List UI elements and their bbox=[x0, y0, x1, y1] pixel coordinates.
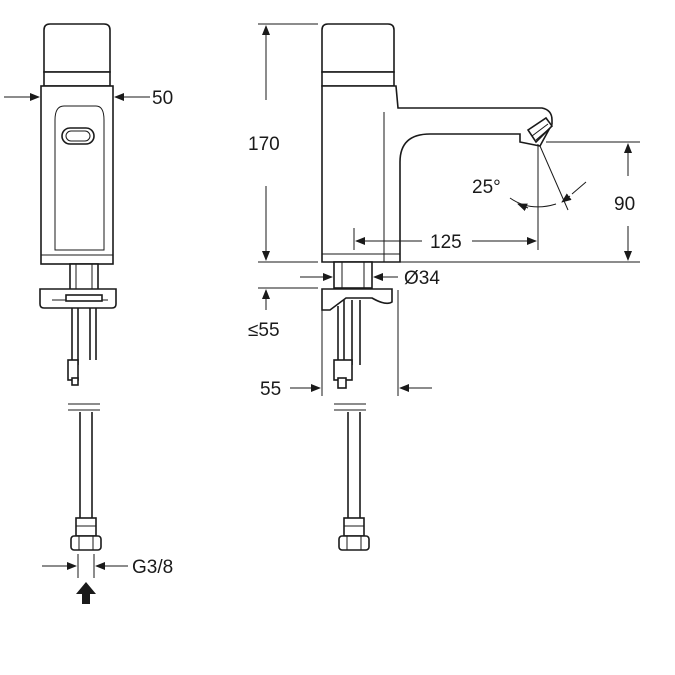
label-front-width: 50 bbox=[152, 88, 173, 109]
label-diameter: Ø34 bbox=[404, 268, 440, 289]
side-view bbox=[321, 23, 554, 551]
dimension-height: 170 bbox=[248, 23, 318, 263]
label-height: 170 bbox=[248, 134, 280, 155]
label-deck-thickness: ≤55 bbox=[248, 320, 280, 341]
side-mounting-plate bbox=[321, 288, 393, 311]
front-view bbox=[39, 23, 117, 551]
dimension-spout-height: 90 bbox=[546, 141, 640, 261]
dimension-thread: G3/8 bbox=[42, 554, 173, 578]
side-hose-fitting bbox=[343, 517, 365, 537]
label-hole-spacing: 55 bbox=[260, 379, 281, 400]
front-button-collar bbox=[43, 71, 111, 87]
dimension-hole-spacing: 55 bbox=[260, 290, 432, 400]
up-arrow-icon bbox=[76, 582, 96, 604]
label-spout-height: 90 bbox=[614, 194, 635, 215]
dimension-reach: 125 bbox=[353, 228, 537, 253]
label-angle: 25° bbox=[472, 177, 501, 198]
front-aerator bbox=[61, 127, 95, 145]
side-button-collar bbox=[321, 71, 395, 87]
label-reach: 125 bbox=[430, 232, 462, 253]
side-push-button bbox=[321, 23, 395, 73]
front-main-body bbox=[40, 85, 114, 265]
dimension-diameter: Ø34 bbox=[300, 268, 440, 289]
side-shank bbox=[333, 261, 373, 289]
dimension-deck-thickness: ≤55 bbox=[248, 287, 318, 341]
front-recess bbox=[54, 105, 105, 251]
label-thread: G3/8 bbox=[132, 557, 173, 578]
front-push-button bbox=[43, 23, 111, 73]
dimension-front-width: 50 bbox=[4, 88, 173, 109]
dimension-angle: 25° bbox=[472, 144, 587, 250]
front-shank bbox=[69, 263, 99, 291]
front-hose-fitting bbox=[75, 517, 97, 537]
side-body-with-spout bbox=[321, 85, 553, 263]
